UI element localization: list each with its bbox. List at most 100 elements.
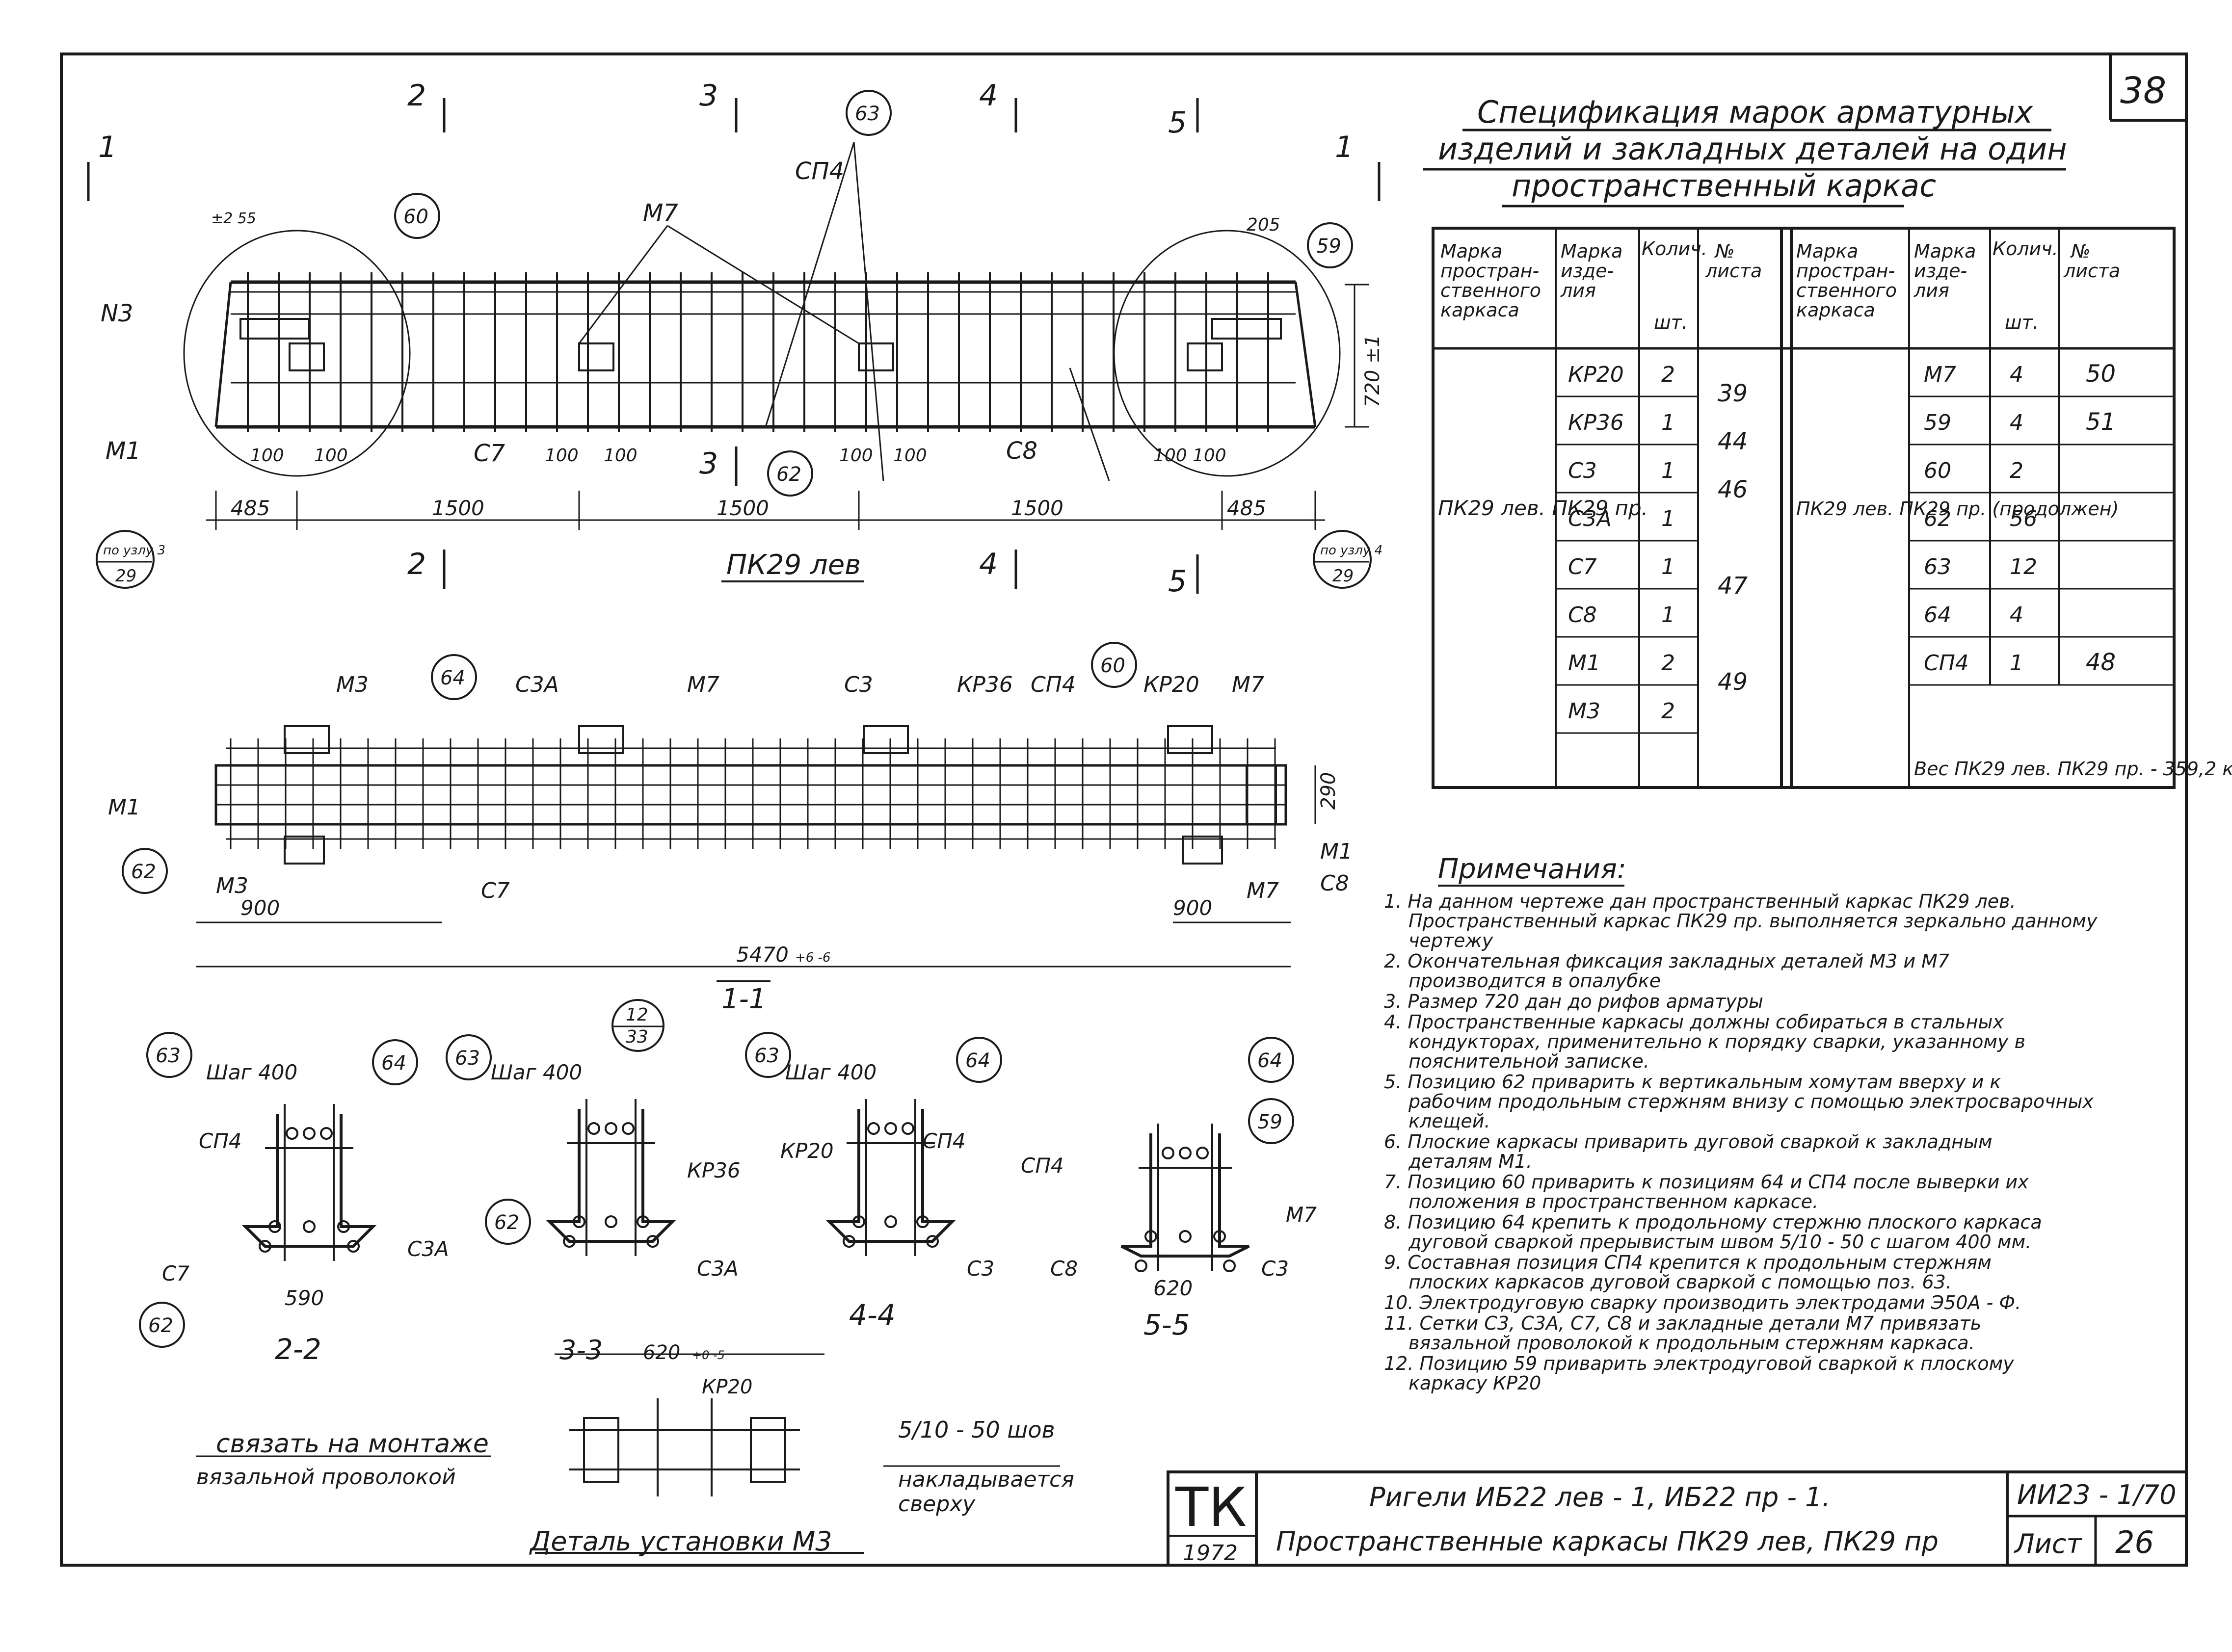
sec2-ref-top: 12: [626, 1005, 648, 1025]
spec-left-mark: С3: [1568, 458, 1597, 483]
spec-left-qty: 2: [1661, 699, 1675, 724]
spec-header-6b: изде-: [1914, 260, 1967, 282]
detail-m3: [196, 1353, 1060, 1554]
spec-header-4b: листа: [1705, 260, 1762, 282]
plan-label-sp4: СП4: [1031, 672, 1076, 697]
detail-section: 3-3: [559, 1335, 603, 1365]
plan-bubble-60: 60: [1100, 655, 1125, 677]
note-item: 5. Позицию 62 приварить к вертикальным х…: [1384, 1071, 2094, 1132]
spec-title-1: Спецификация марок арматурных: [1477, 94, 2034, 130]
detail-right-note-1: накладывается: [898, 1467, 1074, 1492]
elevation-caption: ПК29 лев: [726, 549, 861, 581]
sec2-ref-bottom: 33: [626, 1027, 648, 1047]
bubble-59: 59: [1316, 235, 1341, 258]
section-mark-4-top: 4: [979, 79, 998, 113]
elevation-view: [183, 142, 1369, 530]
top-dim-205: 205: [1247, 215, 1280, 235]
plan-dim-900-left: 900: [240, 896, 280, 920]
section-mark-1-right: 1: [1335, 130, 1354, 164]
sec2-bubble-63: 63: [455, 1047, 480, 1070]
label-n3: N3: [101, 300, 133, 327]
sec2-label-step: Шаг 400: [491, 1060, 582, 1084]
sec4-label-m7: М7: [1286, 1203, 1317, 1227]
spec-left-sheet: 49: [1718, 668, 1748, 696]
dim-1500-a: 1500: [432, 496, 484, 520]
spec-right-mark: 64: [1924, 603, 1951, 628]
sec3-caption: 4-4: [849, 1298, 896, 1332]
plan-label-m3-bottom: М3: [216, 873, 248, 898]
sec3-bubble-64: 64: [965, 1049, 990, 1072]
note-item: 2. Окончательная фиксация закладных дета…: [1384, 950, 1949, 992]
spec-left-mark: С3А: [1568, 506, 1612, 531]
small-dim-8: 100: [1193, 446, 1226, 466]
section-shape: [1120, 1124, 1250, 1272]
detail-dim: 620: [643, 1341, 680, 1364]
detail-weld-note: 5/10 - 50 шов: [898, 1416, 1055, 1443]
title-block: [1167, 1470, 2188, 1567]
spec-right-sheet: 50: [2086, 360, 2116, 388]
small-dim-6: 100: [893, 446, 927, 466]
dim-1500-b: 1500: [717, 496, 769, 520]
plan-bubble-62: 62: [131, 861, 156, 883]
node-ref-3-bottom: 29: [115, 566, 136, 586]
note-item: 9. Составная позиция СП4 крепится к прод…: [1384, 1252, 1992, 1293]
label-m7: М7: [643, 199, 678, 227]
spec-right-mark: 60: [1924, 458, 1951, 483]
spec-left-qty: 1: [1661, 458, 1675, 483]
sec4-caption: 5-5: [1143, 1308, 1190, 1341]
title-line-2: Пространственные каркасы ПК29 лев, ПК29 …: [1276, 1526, 1939, 1557]
sec4-bubble-64: 64: [1257, 1049, 1282, 1072]
spec-right-mark: СП4: [1924, 651, 1969, 676]
spec-right-qty: 2: [2010, 458, 2023, 483]
label-c8: С8: [1006, 437, 1037, 465]
small-dim-5: 100: [839, 446, 873, 466]
label-sp4: СП4: [795, 157, 844, 185]
sec2-bubble-62: 62: [494, 1211, 519, 1234]
sec4-label-c8: С8: [1050, 1257, 1078, 1281]
small-dim-3: 100: [545, 446, 579, 466]
plan-label-m1-right: М1: [1320, 839, 1353, 864]
sec1-bubble-64: 64: [381, 1052, 406, 1075]
spec-header-1a: Марка: [1440, 240, 1502, 262]
spec-left-qty: 1: [1661, 554, 1675, 579]
spec-header-3b: шт.: [1654, 312, 1688, 333]
plan-label-c3: С3: [844, 672, 873, 697]
spec-right-mark: 62: [1924, 506, 1951, 531]
dim-485-left: 485: [231, 496, 270, 520]
spec-left-qty: 2: [1661, 362, 1675, 387]
sec2-label-kr36: КР36: [687, 1158, 741, 1182]
spec-right-mark: 59: [1924, 410, 1951, 435]
notes-title: Примечания:: [1438, 853, 1626, 885]
title-year: 1972: [1183, 1541, 1238, 1566]
spec-header-2a: Марка: [1561, 240, 1622, 262]
spec-header-1c: ственного: [1440, 280, 1541, 301]
note-item: 4. Пространственные каркасы должны собир…: [1384, 1011, 2025, 1072]
bubble-60: 60: [403, 206, 428, 228]
bubble-62: 62: [776, 463, 801, 486]
spec-header-5d: каркаса: [1796, 299, 1875, 321]
sec1-label-c7: С7: [162, 1261, 189, 1285]
spec-title-3: пространственный каркас: [1512, 168, 1936, 204]
sec3-label-sp4: СП4: [923, 1129, 966, 1153]
note-item: 3. Размер 720 дан до рифов арматуры: [1384, 991, 1763, 1012]
sec4-label-c3: С3: [1261, 1257, 1289, 1281]
sec4-bubble-59: 59: [1257, 1111, 1282, 1133]
section-shape: [546, 1099, 676, 1256]
detail-note-left-1: связать на монтаже: [216, 1429, 489, 1459]
spec-left-sheet: 46: [1718, 476, 1748, 503]
spec-header-2b: изде-: [1561, 260, 1614, 282]
plan-label-m7-top: М7: [687, 672, 719, 697]
spec-right-qty: 4: [2010, 410, 2023, 435]
dim-485-right: 485: [1227, 496, 1266, 520]
node-ref-4-top: по узлу 4: [1320, 543, 1382, 558]
plan-bubble-64: 64: [440, 667, 465, 689]
plan-label-kr20: КР20: [1143, 672, 1199, 697]
bubble-63: 63: [855, 103, 880, 125]
spec-right-group: ПК29 лев. ПК29 пр. (продолжен): [1796, 498, 2119, 520]
plan-label-c7: С7: [481, 878, 510, 903]
sec1-dim: 590: [285, 1286, 324, 1310]
label-m1: M1: [106, 437, 141, 465]
plan-label-c8: С8: [1320, 871, 1349, 896]
title-tk: ТК: [1175, 1476, 1247, 1539]
detail-kr: КР20: [702, 1376, 752, 1398]
